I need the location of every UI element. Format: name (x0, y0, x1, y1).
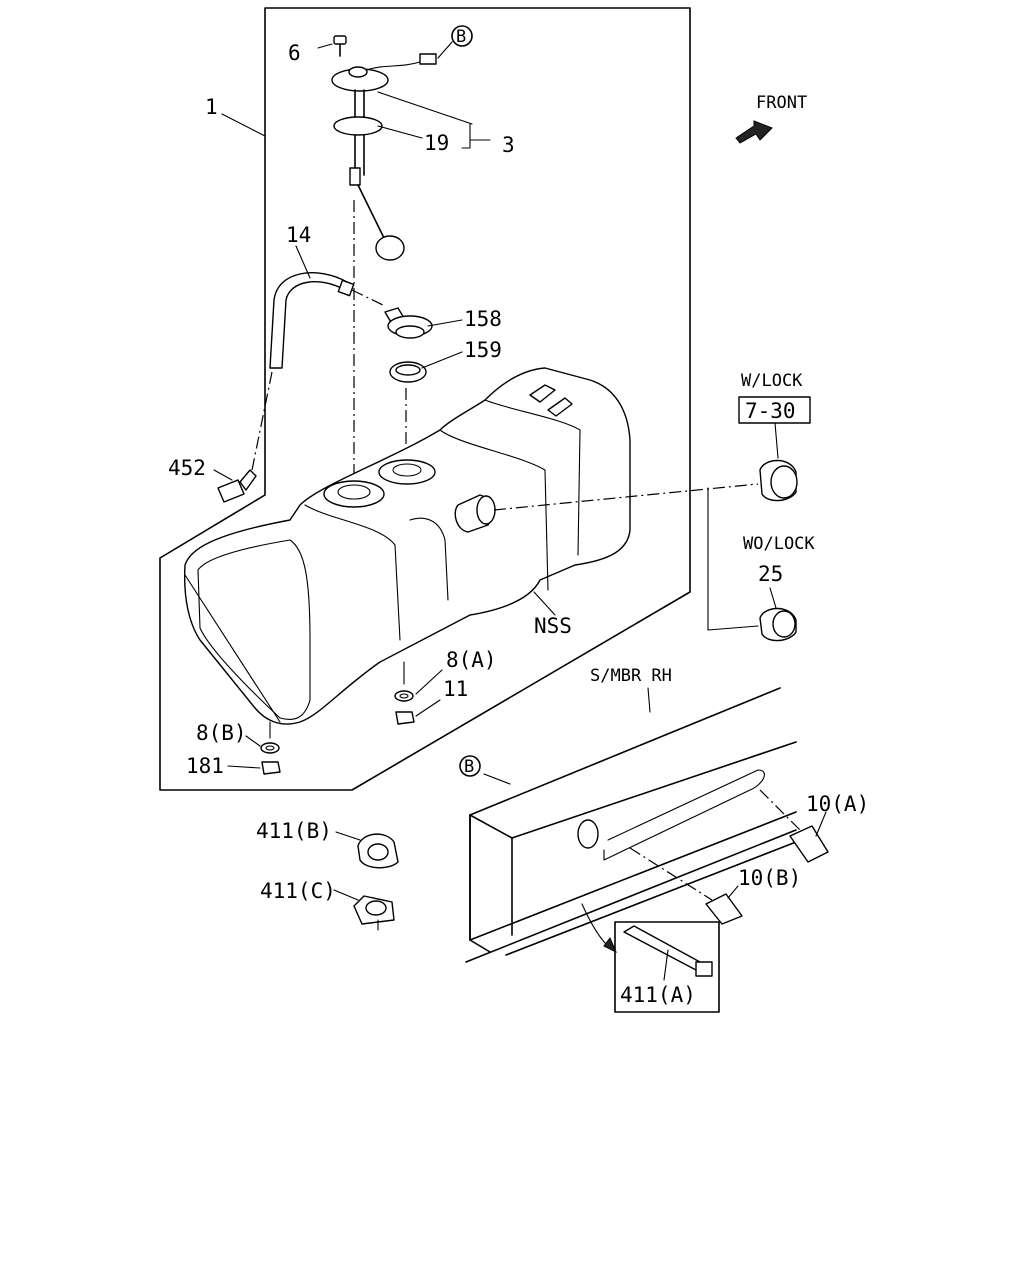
label-part-8a: 8(A) (446, 648, 497, 672)
label-part-159: 159 (464, 338, 502, 362)
fuel-tank (183, 367, 631, 725)
locking-fuel-cap (738, 396, 811, 502)
label-part-411c: 411(C) (260, 879, 336, 903)
svg-text:B: B (464, 757, 474, 777)
label-w-lock: W/LOCK (741, 371, 803, 391)
ref-marker-b-top: B (451, 25, 473, 47)
labels: 1 6 19 3 14 158 159 452 NSS 8(A) 11 8(B)… (168, 41, 869, 1007)
svg-text:B: B (456, 27, 466, 47)
fuel-sender-unit (331, 35, 437, 480)
label-wo-lock: WO/LOCK (743, 534, 815, 554)
cable-tie-411a (614, 921, 720, 1013)
label-part-14: 14 (286, 223, 311, 247)
label-front: FRONT (756, 93, 807, 113)
label-part-25: 25 (758, 562, 783, 586)
clamp-411c (353, 895, 395, 931)
label-part-411b: 411(B) (256, 819, 332, 843)
clip-10a (789, 811, 829, 863)
non-locking-fuel-cap (759, 587, 797, 642)
clip-10b (705, 885, 743, 925)
filler-fitting (384, 307, 433, 460)
label-s-mbr-rh: S/MBR RH (590, 666, 672, 686)
label-part-10b: 10(B) (738, 866, 801, 890)
label-part-452: 452 (168, 456, 206, 480)
connector-452 (217, 371, 273, 503)
label-part-6: 6 (288, 41, 301, 65)
ref-marker-b-frame: B (459, 755, 481, 777)
label-part-19: 19 (424, 131, 449, 155)
label-part-3: 3 (502, 133, 515, 157)
clamp-411b (357, 833, 399, 869)
label-part-411a: 411(A) (620, 983, 696, 1007)
side-member-frame (465, 687, 801, 963)
label-ref-7-30: 7-30 (745, 399, 796, 423)
assembly-enclosure (159, 7, 691, 791)
label-part-11: 11 (443, 677, 468, 701)
label-part-181: 181 (186, 754, 224, 778)
label-part-158: 158 (464, 307, 502, 331)
label-part-10a: 10(A) (806, 792, 869, 816)
label-part-1: 1 (205, 95, 218, 119)
breather-hose (269, 272, 386, 369)
label-nss: NSS (534, 614, 572, 638)
label-part-8b: 8(B) (196, 721, 247, 745)
front-arrow-icon (735, 120, 773, 144)
mounting-hardware (260, 661, 415, 775)
